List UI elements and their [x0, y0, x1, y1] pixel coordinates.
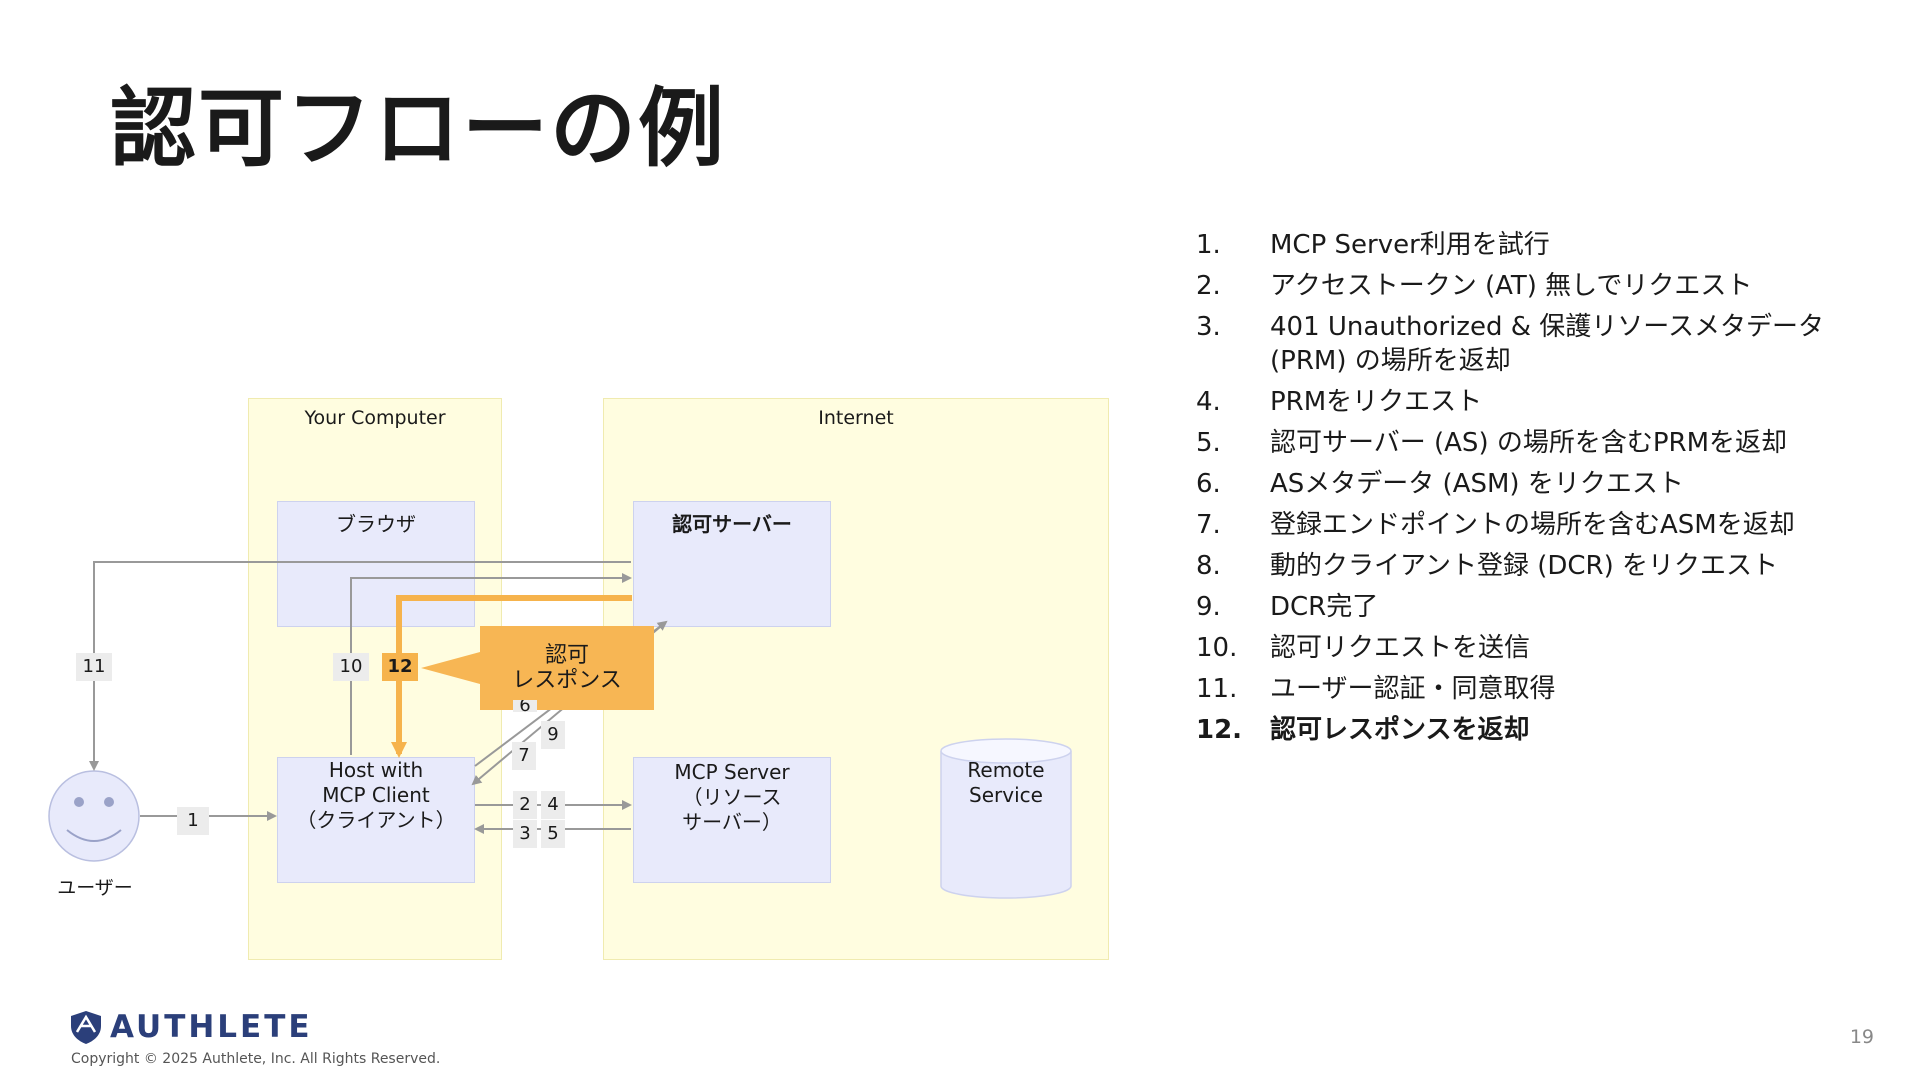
step-text: アクセストークン (AT) 無しでリクエスト: [1270, 271, 1753, 301]
browser-box: ブラウザ: [277, 501, 475, 627]
auth-response-callout: 認可 レスポンス: [480, 626, 654, 710]
step-tag-2: 2: [513, 791, 537, 819]
remote-service-line-1: Remote: [967, 758, 1045, 782]
step-tag-6: 6: [513, 700, 537, 712]
step-number: 5.: [1196, 428, 1221, 458]
step-item-current: 12. 認可レスポンスを返却: [1196, 713, 1856, 747]
host-client-label: Host with MCP Client （クライアント）: [278, 758, 474, 833]
step-item: 1. MCP Server利用を試行: [1196, 228, 1856, 262]
step-text: 認可レスポンスを返却: [1270, 715, 1530, 745]
step-number: 12.: [1196, 715, 1243, 745]
region-label-your-computer: Your Computer: [304, 407, 446, 429]
step-number: 8.: [1196, 551, 1221, 581]
step-number: 3.: [1196, 312, 1221, 342]
mcp-server-line-2: （リソース: [682, 785, 782, 809]
user-label: ユーザー: [57, 877, 133, 899]
step-item: 4. PRMをリクエスト: [1196, 385, 1856, 419]
remote-service-cylinder: [940, 738, 1072, 899]
auth-server-label: 認可サーバー: [672, 512, 792, 536]
region-label-internet: Internet: [818, 407, 894, 429]
copyright: Copyright © 2025 Authlete, Inc. All Righ…: [71, 1051, 441, 1067]
step-number: 9.: [1196, 592, 1221, 622]
step-text: DCR完了: [1270, 592, 1379, 622]
step-tag-12: 12: [382, 653, 418, 681]
step-number: 11.: [1196, 674, 1238, 704]
step-text: 認可サーバー (AS) の場所を含むPRMを返却: [1270, 428, 1788, 458]
step-tag-11: 11: [76, 653, 112, 681]
mcp-server-box: MCP Server （リソース サーバー）: [633, 757, 831, 883]
authlete-logo: AUTHLETE: [68, 1009, 313, 1045]
step-item: 8. 動的クライアント登録 (DCR) をリクエスト: [1196, 549, 1856, 583]
user-avatar: [48, 770, 140, 862]
mcp-server-line-1: MCP Server: [674, 760, 790, 784]
step-item: 11. ユーザー認証・同意取得: [1196, 672, 1856, 706]
callout-pointer: [421, 652, 480, 684]
step-tag-3: 3: [513, 820, 537, 848]
step-number: 6.: [1196, 469, 1221, 499]
step-text: ASメタデータ (ASM) をリクエスト: [1270, 469, 1684, 499]
slide-title: 認可フローの例: [110, 79, 726, 179]
callout-line-2: レスポンス: [512, 668, 622, 693]
arrow-step-12: [391, 595, 632, 758]
step-item: 6. ASメタデータ (ASM) をリクエスト: [1196, 467, 1856, 501]
arrow-step-11: [89, 561, 631, 771]
step-text: 認可リクエストを送信: [1270, 633, 1531, 663]
step-text: 登録エンドポイントの場所を含むASMを返却: [1270, 510, 1795, 540]
step-tag-5: 5: [541, 820, 565, 848]
remote-service-line-2: Service: [969, 783, 1043, 807]
step-tag-9: 9: [541, 721, 565, 749]
mcp-server-label: MCP Server （リソース サーバー）: [634, 760, 830, 835]
logo-text: AUTHLETE: [110, 1009, 313, 1045]
host-client-box: Host with MCP Client （クライアント）: [277, 757, 475, 883]
step-tag-7: 7: [512, 742, 536, 770]
step-text: ユーザー認証・同意取得: [1270, 674, 1556, 704]
mcp-server-line-3: サーバー）: [682, 810, 782, 834]
auth-server-box: 認可サーバー: [633, 501, 831, 627]
step-text: MCP Server利用を試行: [1270, 230, 1550, 260]
step-number: 10.: [1196, 633, 1238, 663]
step-item: 10. 認可リクエストを送信: [1196, 631, 1856, 665]
step-number: 2.: [1196, 271, 1221, 301]
step-number: 7.: [1196, 510, 1221, 540]
step-tag-10: 10: [333, 653, 369, 681]
step-tag-1: 1: [177, 807, 209, 835]
page-number: 19: [1849, 1026, 1874, 1048]
step-text: 動的クライアント登録 (DCR) をリクエスト: [1270, 551, 1779, 581]
shield-icon: [71, 1011, 101, 1044]
callout-line-1: 認可: [544, 642, 589, 668]
step-item: 5. 認可サーバー (AS) の場所を含むPRMを返却: [1196, 426, 1856, 460]
step-text: 401 Unauthorized & 保護リソースメタデータ (PRM) の場所…: [1270, 312, 1824, 376]
host-client-line-1: Host with: [328, 758, 424, 782]
step-item: 2. アクセストークン (AT) 無しでリクエスト: [1196, 269, 1856, 303]
host-client-line-2: MCP Client: [322, 783, 430, 807]
remote-service-label: Remote Service: [937, 758, 1075, 808]
step-item: 9. DCR完了: [1196, 590, 1856, 624]
browser-label: ブラウザ: [336, 512, 416, 536]
host-client-line-3: （クライアント）: [296, 808, 456, 832]
step-item: 7. 登録エンドポイントの場所を含むASMを返却: [1196, 508, 1856, 542]
step-item: 3. 401 Unauthorized & 保護リソースメタデータ (PRM) の…: [1196, 310, 1856, 378]
step-text: PRMをリクエスト: [1270, 387, 1483, 417]
arrow-step-10: [350, 573, 632, 755]
step-tag-4: 4: [541, 791, 565, 819]
step-number: 1.: [1196, 230, 1221, 260]
step-list: 1. MCP Server利用を試行 2. アクセストークン (AT) 無しでリクエ…: [1196, 228, 1856, 754]
step-number: 4.: [1196, 387, 1221, 417]
